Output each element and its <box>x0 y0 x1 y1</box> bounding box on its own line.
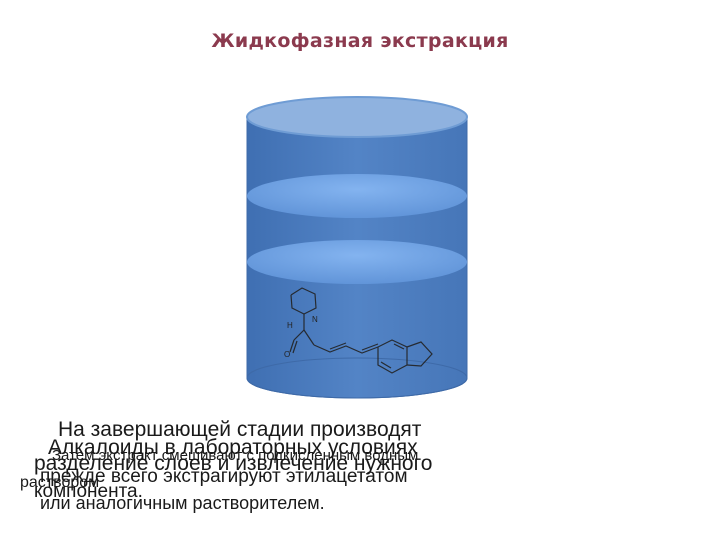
overlapping-text-line-5: прежде всего экстрагируют этилацетатом <box>40 466 408 487</box>
overlapping-text-line-7: компонента. <box>34 481 143 502</box>
molecule-label-h: H <box>287 321 293 330</box>
overlapping-text-line-4: разделение слоев и извлечение нужного <box>34 452 433 475</box>
liquid-layer-upper <box>247 174 467 218</box>
overlapping-text-line-6: раствором <box>20 474 100 491</box>
overlapping-text-line-1: На завершающей стадии производят <box>58 418 422 441</box>
cylinder-bottom <box>246 357 468 399</box>
cylinder-top <box>246 96 468 138</box>
slide-title: Жидкофазная экстракция <box>211 30 509 52</box>
liquid-layer-lower <box>247 240 467 284</box>
overlapping-text-line-2: Алкалоиды в лабораторных условиях <box>48 436 418 459</box>
molecule-label-o: O <box>284 350 290 359</box>
molecule-label-n: N <box>312 315 318 324</box>
overlapping-text-line-3: Затем экстракт смешивают с подкисленным … <box>52 447 419 464</box>
overlapping-text-line-8: или аналогичным растворителем. <box>40 493 325 513</box>
piperine-molecule <box>289 287 433 374</box>
